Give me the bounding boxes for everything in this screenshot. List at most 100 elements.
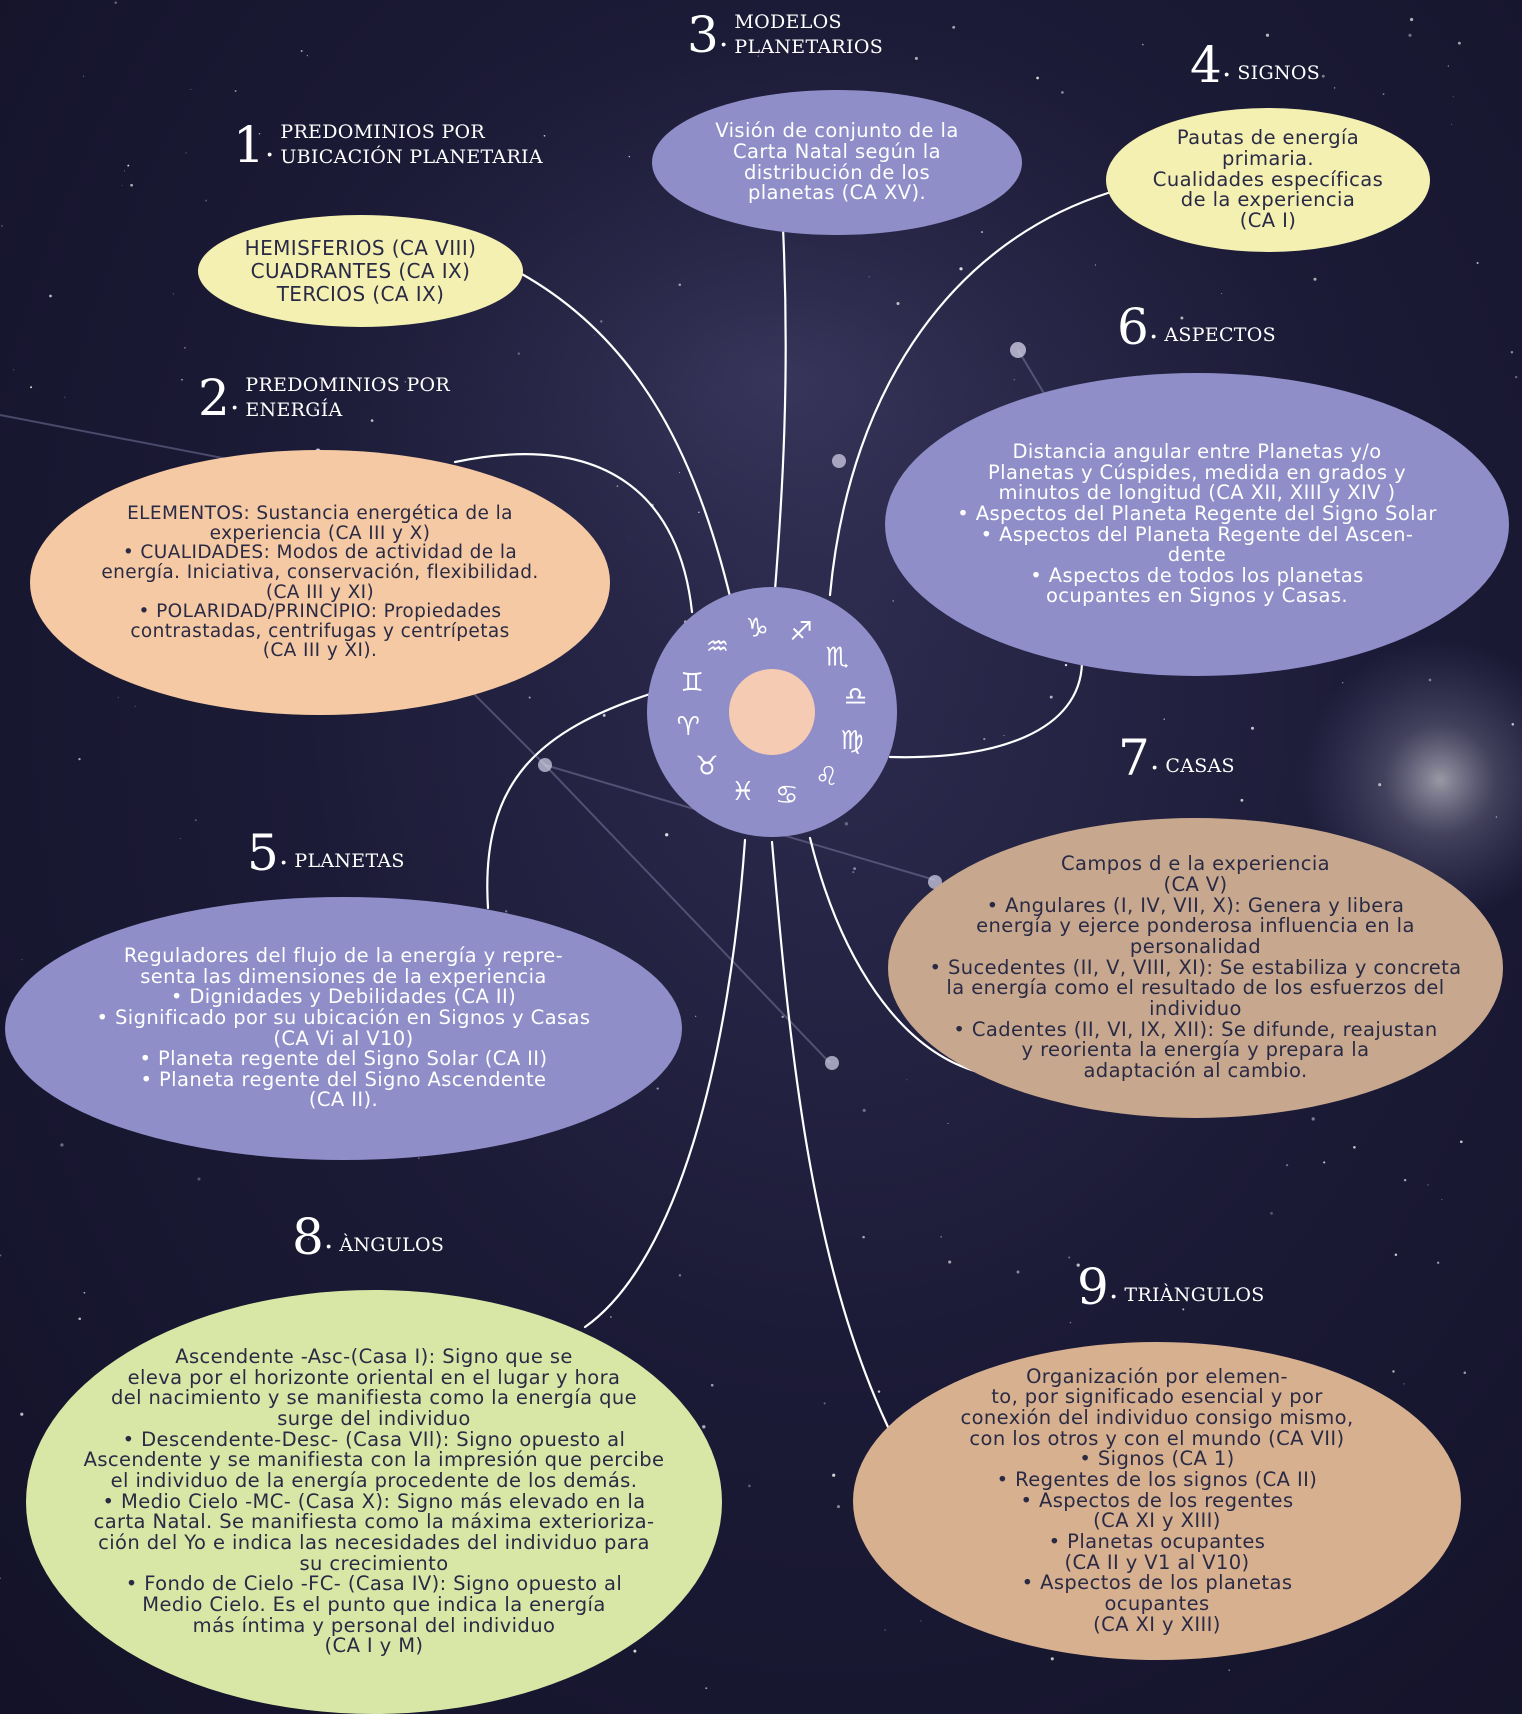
star — [1076, 1263, 1080, 1267]
star — [83, 75, 85, 77]
star — [300, 413, 303, 416]
star — [1321, 74, 1325, 78]
star — [30, 386, 33, 389]
star — [628, 538, 630, 540]
star — [117, 696, 119, 698]
star — [49, 294, 52, 298]
star — [1013, 378, 1016, 381]
heading-text: ASPECTOS — [1164, 324, 1276, 347]
star — [1459, 1140, 1463, 1144]
star — [1333, 87, 1336, 89]
star — [404, 381, 406, 383]
star — [948, 1260, 952, 1264]
bubble-text: Organización por elemen- to, por signifi… — [960, 1364, 1354, 1636]
heading-line: MODELOS — [734, 11, 842, 34]
bubble-signos: Pautas de energía primaria. Cualidades e… — [1106, 108, 1430, 252]
bubble-text: Campos d e la experiencia (CA V) • Angul… — [929, 852, 1462, 1082]
star — [313, 406, 317, 410]
star — [124, 170, 126, 172]
zodiac-glyph-icon: ♋ — [775, 781, 798, 811]
star — [134, 705, 136, 707]
star — [633, 1649, 637, 1653]
star — [1447, 65, 1449, 67]
heading-text: CASAS — [1165, 755, 1235, 778]
star — [505, 910, 508, 913]
star — [21, 959, 23, 961]
zodiac-glyph-icon: ♉ — [695, 752, 718, 782]
bubble-text: Distancia angular entre Planetas y/o Pla… — [957, 439, 1437, 608]
star — [13, 369, 15, 371]
star — [920, 1620, 922, 1622]
star — [1094, 264, 1096, 266]
star — [884, 1629, 886, 1631]
bubble-text: Visión de conjunto de la Carta Natal seg… — [715, 119, 959, 205]
section-number: 9 — [1077, 1258, 1109, 1316]
star — [1250, 726, 1255, 730]
star — [1064, 663, 1068, 667]
star — [1452, 96, 1454, 98]
star — [1428, 678, 1432, 682]
section-number: 2 — [198, 369, 230, 427]
star — [78, 1317, 82, 1321]
bubble-modelos-planetarios: Visión de conjunto de la Carta Natal seg… — [652, 90, 1022, 235]
star — [628, 155, 630, 158]
bubble-text: Pautas de energía primaria. Cualidades e… — [1152, 126, 1384, 232]
heading-line: PREDOMINIOS POR — [280, 121, 486, 144]
star — [1409, 17, 1414, 22]
star — [836, 1505, 841, 1509]
star — [940, 1236, 942, 1238]
star — [1458, 41, 1461, 45]
star — [234, 89, 237, 93]
star — [710, 1383, 714, 1387]
star — [1, 224, 3, 227]
star — [1427, 1184, 1429, 1186]
star — [896, 301, 900, 306]
zodiac-glyph-icon: ♑ — [746, 613, 769, 643]
heading-2: 2 . PREDOMINIOS POR ENERGÍA — [198, 369, 451, 427]
star — [602, 713, 606, 717]
zodiac-glyph-icon: ♒ — [706, 632, 729, 662]
star — [1450, 123, 1453, 126]
star — [380, 381, 384, 384]
star — [1270, 1211, 1273, 1215]
star — [1265, 33, 1270, 37]
star — [179, 838, 181, 839]
star — [1285, 1163, 1289, 1167]
star — [1476, 261, 1479, 265]
star — [83, 1291, 86, 1294]
star — [1142, 43, 1144, 46]
section-number: 4 — [1190, 36, 1222, 94]
zodiac-glyph-icon: ♍ — [840, 726, 863, 756]
section-number: 5 — [247, 824, 279, 882]
star — [705, 1687, 708, 1690]
wheel-center — [729, 669, 815, 755]
section-number: 3 — [687, 6, 719, 64]
star — [702, 1425, 706, 1429]
star — [1341, 681, 1344, 684]
star — [1049, 695, 1053, 699]
heading-line: UBICACIÓN PLANETARIA — [280, 146, 543, 168]
zodiac-glyph-icon: ♈ — [677, 712, 700, 742]
heading-line: PREDOMINIOS POR — [245, 374, 451, 397]
zodiac-wheel: ♑♐♏♎♍♌♋♓♉♈♊♒ — [647, 587, 897, 837]
heading-line: ENERGÍA — [245, 399, 343, 421]
star — [600, 320, 603, 323]
star — [1510, 350, 1514, 354]
star — [528, 696, 531, 699]
star — [1463, 1371, 1467, 1375]
star — [194, 819, 197, 822]
star — [844, 822, 849, 826]
heading-text: ÀNGULOS — [339, 1234, 445, 1257]
bubble-angulos: Ascendente -Asc-(Casa I): Signo que se e… — [26, 1290, 722, 1714]
star — [1441, 1198, 1443, 1201]
heading-4: 4 . SIGNOS — [1190, 36, 1321, 94]
bubble-aspectos: Distancia angular entre Planetas y/o Pla… — [885, 373, 1509, 676]
star — [1069, 1321, 1072, 1324]
star — [306, 55, 308, 57]
star — [959, 267, 963, 271]
star — [678, 471, 681, 474]
star — [307, 1238, 310, 1240]
star — [1313, 277, 1317, 281]
star — [823, 1402, 826, 1405]
heading-text: SIGNOS — [1237, 62, 1321, 85]
